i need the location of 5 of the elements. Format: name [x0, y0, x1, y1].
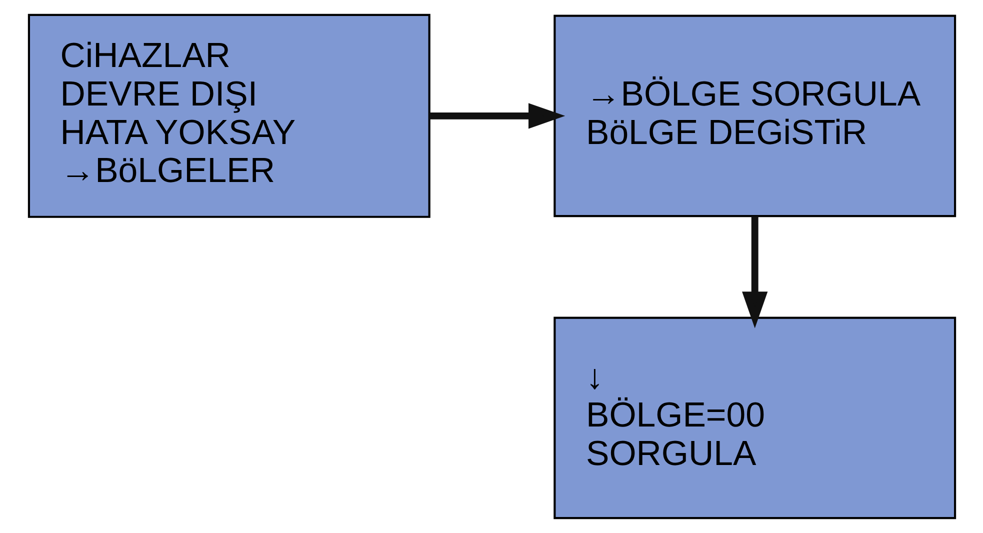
arrow [428, 103, 565, 129]
node-box: ↓ BÖLGE=00 SORGULA [553, 316, 956, 520]
arrow [742, 216, 768, 328]
node-box: →BÖLGE SORGULA BöLGE DEGiSTiR [553, 14, 956, 218]
node-box: CiHAZLAR DEVRE DIŞI HATA YOKSAY →BöLGELER [27, 14, 430, 218]
